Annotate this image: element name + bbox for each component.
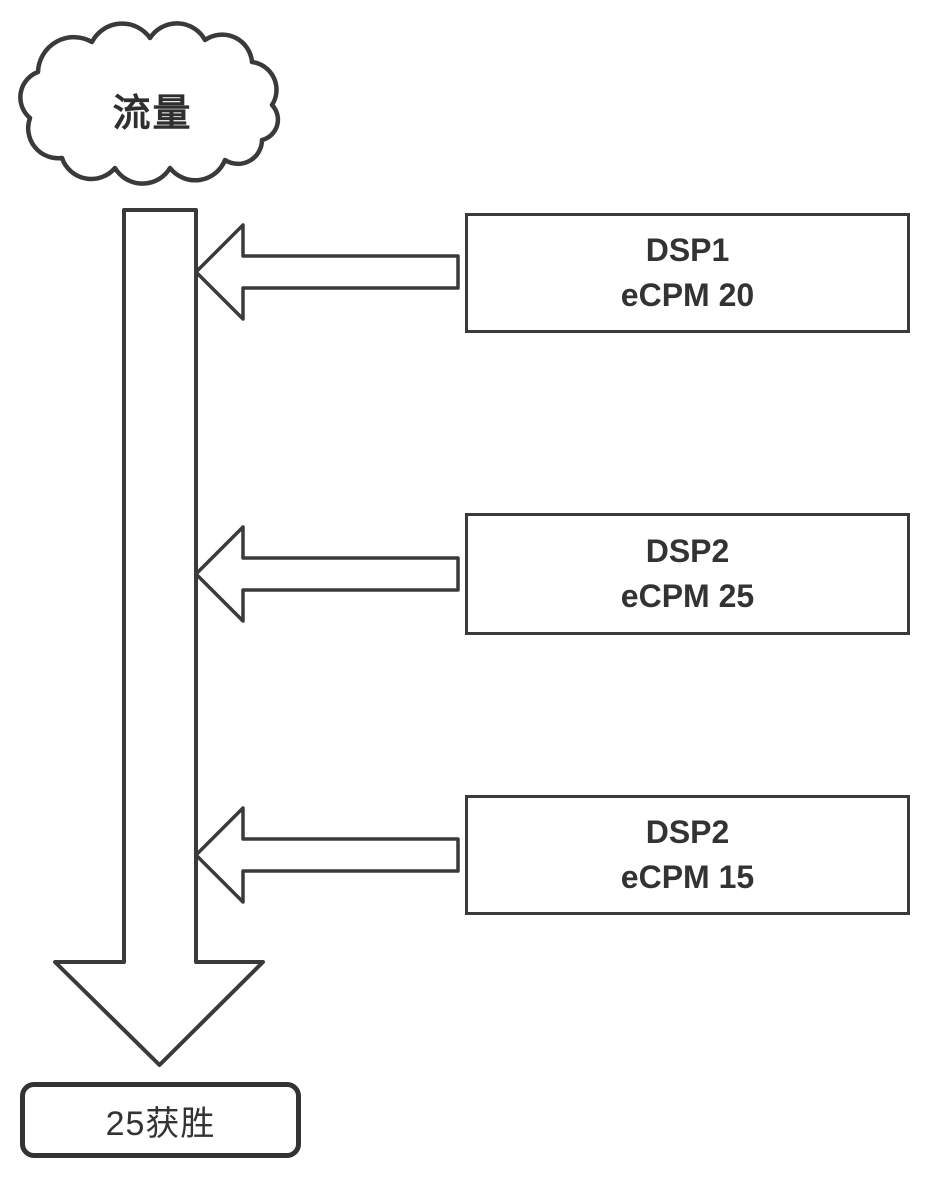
dsp-box-title: DSP2 xyxy=(645,533,730,569)
dsp3-box: DSP2 eCPM 15 xyxy=(465,795,910,915)
traffic-cloud-label: 流量 xyxy=(112,93,193,135)
winner-result-label: 25获胜 xyxy=(105,1104,216,1143)
cloud-icon xyxy=(18,21,281,186)
dsp-box-title: DSP1 xyxy=(645,232,730,268)
dsp-box-title: DSP2 xyxy=(645,814,730,850)
dsp-box-subtitle: eCPM 25 xyxy=(620,578,755,614)
dsp1-box: DSP1 eCPM 20 xyxy=(465,213,910,333)
left-arrow-icon xyxy=(194,806,460,904)
left-arrow-icon xyxy=(194,223,460,321)
down-arrow-icon xyxy=(53,208,265,1067)
winner-result-box: 25获胜 xyxy=(20,1082,301,1158)
left-arrow-icon xyxy=(194,525,460,623)
dsp-box-subtitle: eCPM 15 xyxy=(620,859,755,895)
dsp2-box: DSP2 eCPM 25 xyxy=(465,513,910,635)
dsp-box-subtitle: eCPM 20 xyxy=(620,277,755,313)
